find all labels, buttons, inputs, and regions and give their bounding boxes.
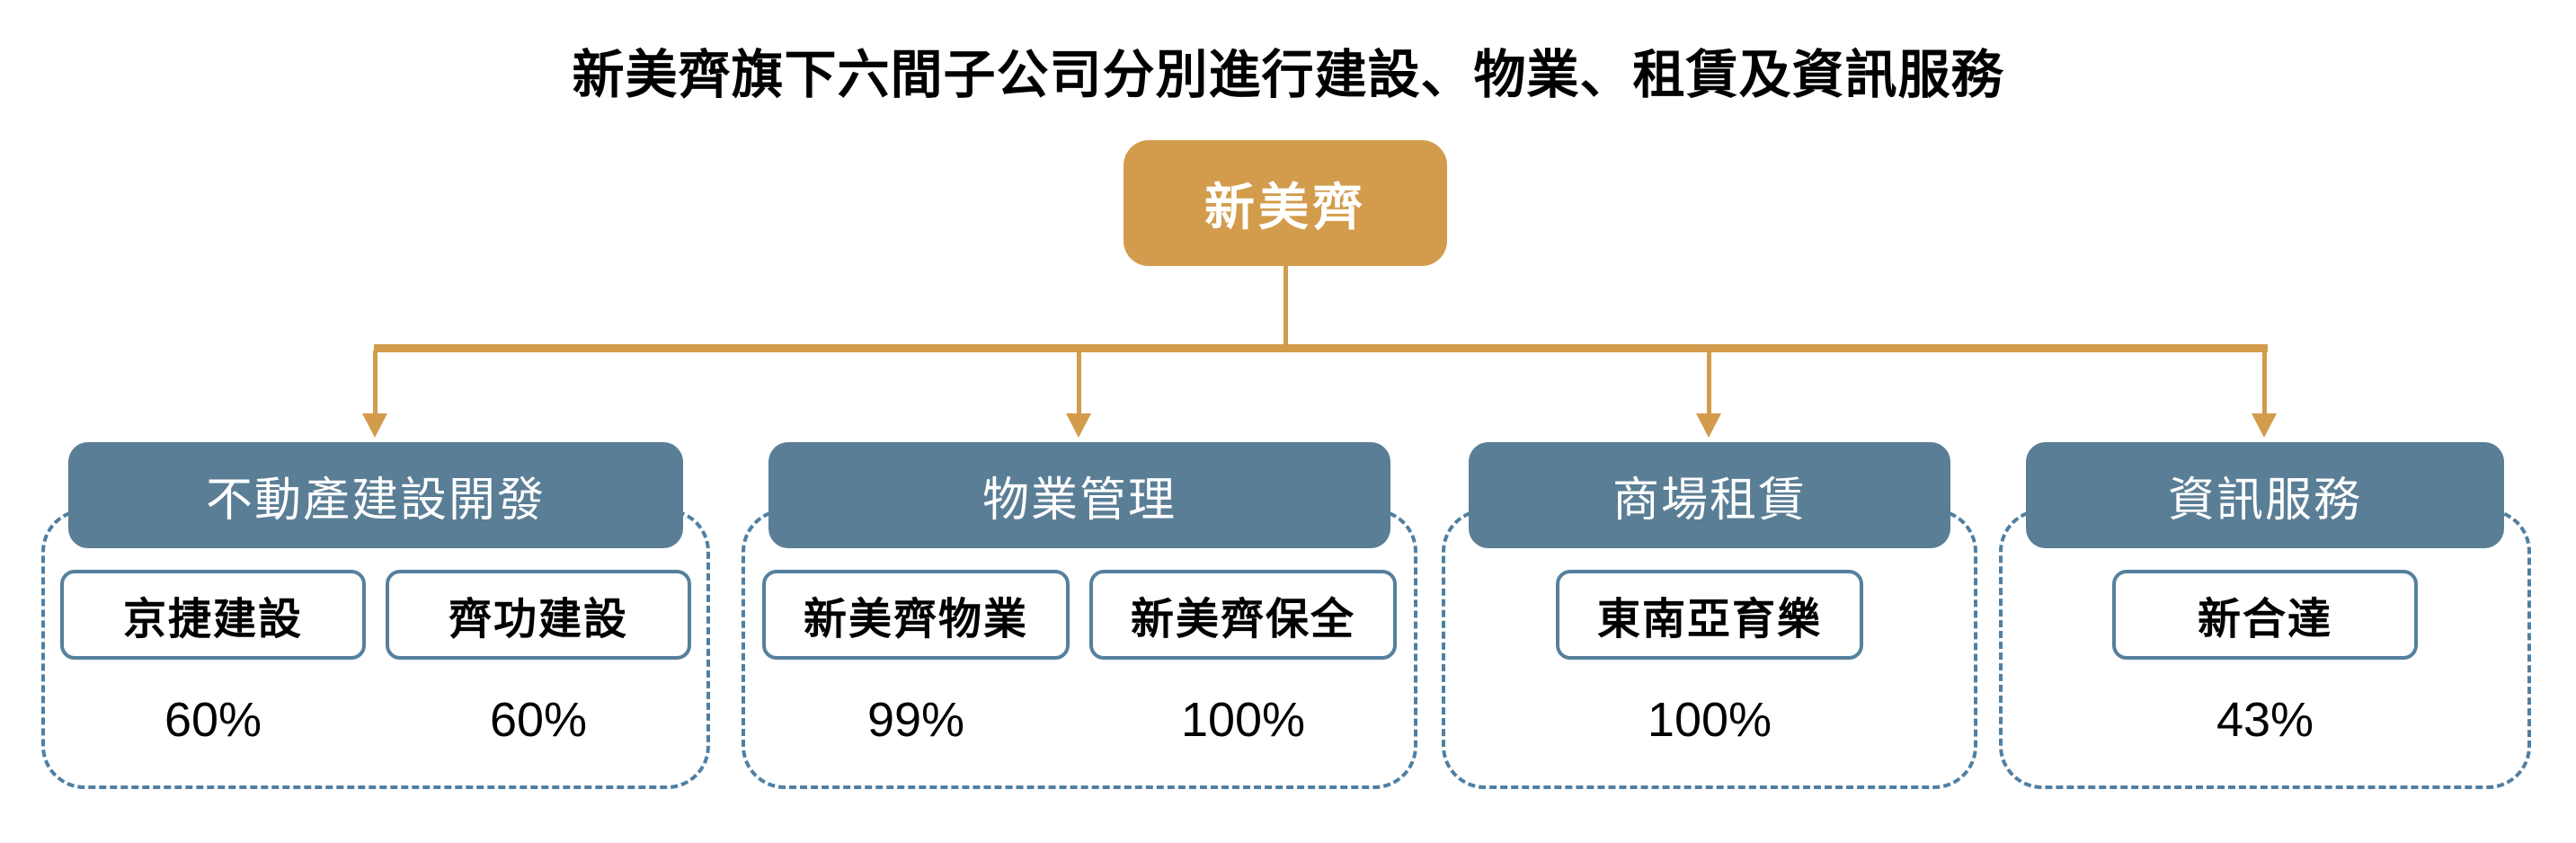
connector-stem-line (1284, 264, 1288, 351)
connector-drop-line (1707, 351, 1711, 415)
group-header: 資訊服務 (2026, 442, 2504, 548)
ownership-label: 100% (1647, 693, 1772, 747)
group-header: 物業管理 (768, 442, 1390, 548)
connector-drop-line (1077, 351, 1081, 415)
ownership-label: 43% (2216, 693, 2314, 747)
group-header: 商場租賃 (1469, 442, 1950, 548)
subsidiary-box: 東南亞育樂 (1555, 570, 1863, 660)
subsidiary-row: 新美齊物業 99% 新美齊保全 100% (742, 570, 1417, 748)
arrow-down-icon (2252, 413, 2277, 438)
arrow-down-icon (1696, 413, 1721, 438)
ownership-label: 99% (866, 693, 965, 747)
arrow-down-icon (1066, 413, 1091, 438)
subsidiary-item: 東南亞育樂 100% (1555, 570, 1863, 748)
subsidiary-item: 京捷建設 60% (60, 570, 366, 748)
ownership-label: 100% (1180, 693, 1306, 747)
subsidiary-item: 新合達 43% (2112, 570, 2418, 748)
subsidiary-box: 新美齊保全 (1089, 570, 1398, 660)
ownership-label: 60% (489, 693, 588, 747)
subsidiary-row: 京捷建設 60% 齊功建設 60% (41, 570, 710, 748)
group-mall-leasing: 商場租賃 東南亞育樂 100% (1442, 442, 1977, 789)
connector-drop-line (373, 351, 378, 415)
subsidiary-item: 新美齊保全 100% (1089, 570, 1398, 748)
subsidiary-box: 齊功建設 (386, 570, 691, 660)
subsidiary-item: 齊功建設 60% (386, 570, 691, 748)
connector-drop-line (2262, 351, 2267, 415)
arrow-down-icon (362, 413, 387, 438)
subsidiary-item: 新美齊物業 99% (761, 570, 1070, 748)
group-property-development: 不動產建設開發 京捷建設 60% 齊功建設 60% (41, 442, 710, 789)
ownership-label: 60% (164, 693, 262, 747)
group-information-services: 資訊服務 新合達 43% (1999, 442, 2531, 789)
subsidiary-box: 新美齊物業 (761, 570, 1070, 660)
connector-horizontal-line (374, 344, 2268, 352)
subsidiary-row: 東南亞育樂 100% (1442, 570, 1977, 748)
group-header: 不動產建設開發 (68, 442, 683, 548)
subsidiary-box: 京捷建設 (60, 570, 366, 660)
page-title: 新美齊旗下六間子公司分別進行建設、物業、租賃及資訊服務 (572, 46, 2004, 104)
subsidiary-row: 新合達 43% (1999, 570, 2531, 748)
root-node: 新美齊 (1124, 140, 1447, 266)
subsidiary-box: 新合達 (2112, 570, 2418, 660)
group-property-management: 物業管理 新美齊物業 99% 新美齊保全 100% (742, 442, 1417, 789)
